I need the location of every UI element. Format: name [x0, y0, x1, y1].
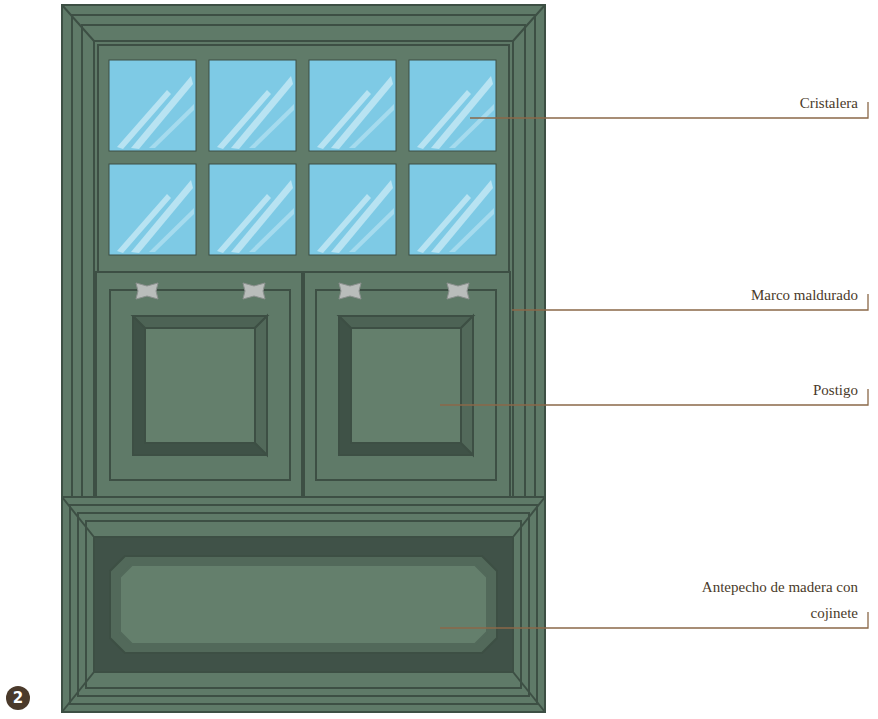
callout-text: 2: [13, 689, 23, 707]
part-label: Antepecho de madera con cojinete: [668, 574, 858, 626]
part-label: Marco maldurado: [751, 282, 858, 308]
part-label: Cristalera: [800, 90, 858, 116]
callout-number: 2: [6, 686, 30, 710]
part-label: Postigo: [813, 377, 858, 403]
